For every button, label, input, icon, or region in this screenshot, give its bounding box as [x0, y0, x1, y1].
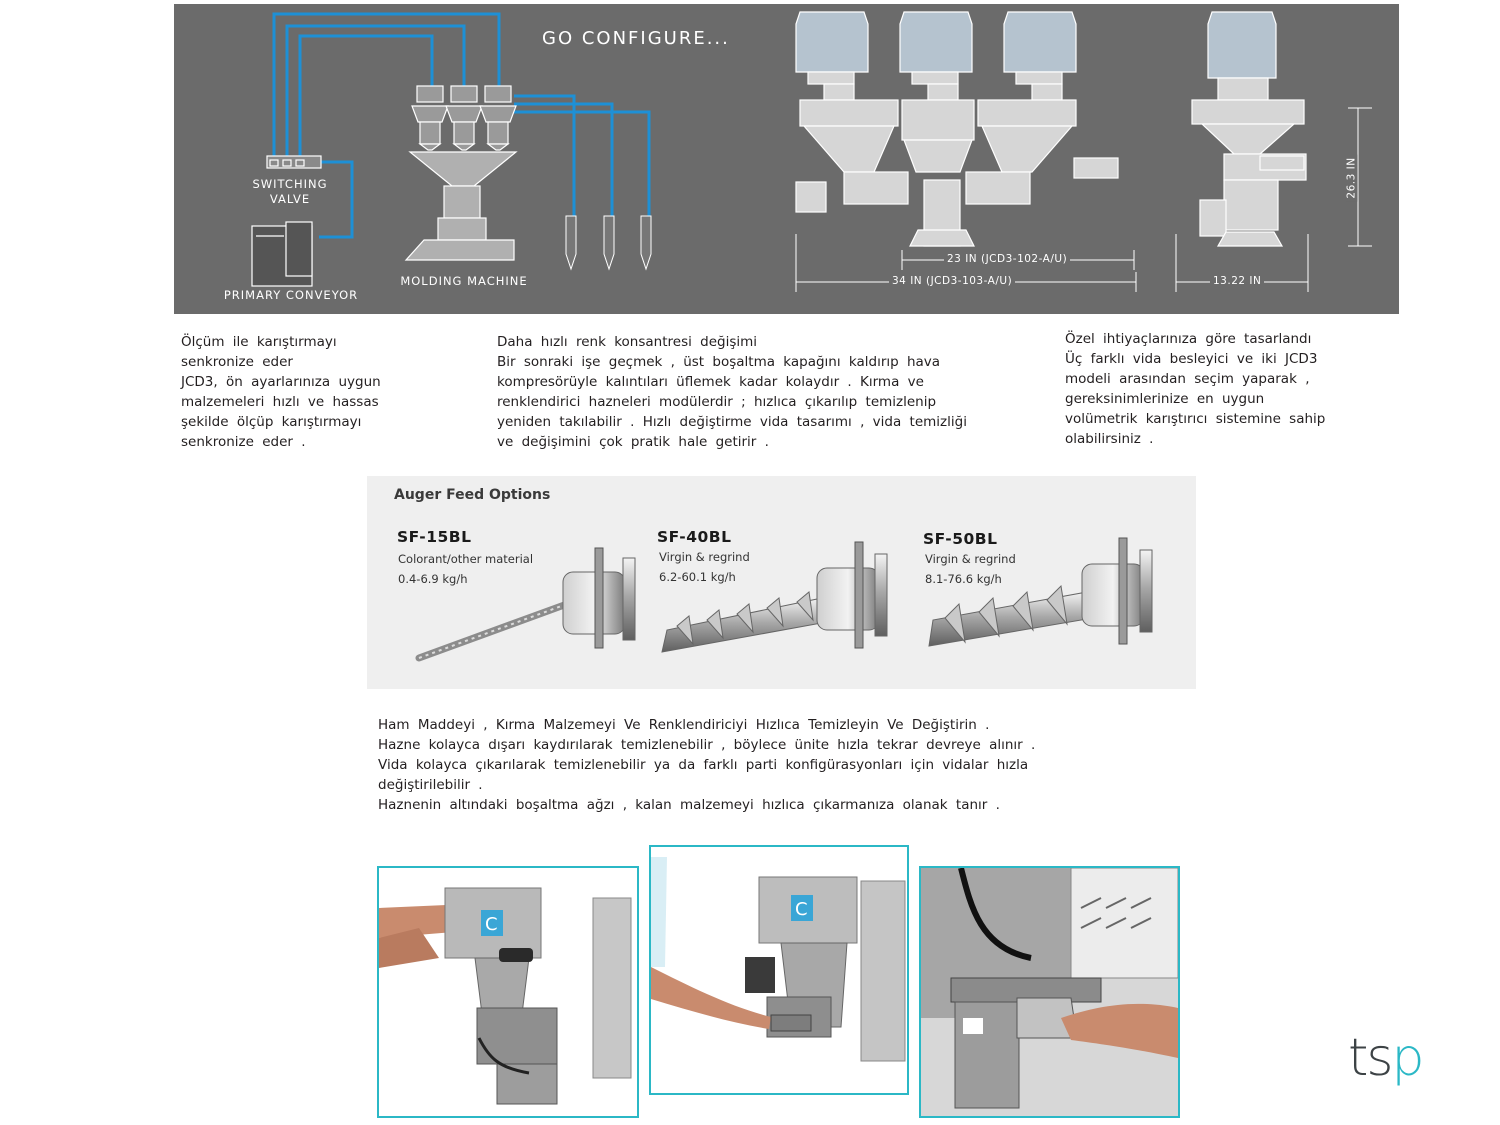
text-line: olabilirsiniz .: [1065, 431, 1154, 447]
auger-panel-title: Auger Feed Options: [394, 487, 551, 503]
auger-model: SF-15BL: [397, 528, 472, 546]
auger-sf15bl-drawing: [415, 547, 636, 662]
text-line: Haznenin altındaki boşaltma ağzı , kalan…: [378, 797, 1000, 813]
text-line: değiştirilebilir .: [378, 777, 483, 793]
text-line: yeniden takılabilir . Hızlı değiştirme v…: [497, 414, 967, 430]
auger-rate: 0.4-6.9 kg/h: [398, 572, 468, 586]
text-line: modeli arasından seçim yaparak ,: [1065, 371, 1310, 387]
photo-hopper-removal: C: [377, 866, 639, 1118]
text-line: Vida kolayca çıkarılarak temizlenebilir …: [378, 757, 1029, 773]
tsp-logo: tsp: [1348, 1028, 1425, 1088]
photo-auger-removal: C: [649, 845, 909, 1095]
bottom-description: Ham Maddeyi , Kırma Malzemeyi Ve Renklen…: [378, 715, 1035, 815]
dimension-width-103: 34 IN (JCD3-103-A/U): [889, 275, 1016, 287]
photo-hopper-drawing: C: [379, 868, 637, 1116]
auger-sf40bl-drawing: [661, 541, 888, 653]
text-line: senkronize eder .: [181, 434, 306, 450]
configuration-diagram: GO CONFIGURE... SWITCHING VALVE PRIMARY …: [174, 4, 1399, 314]
auger-sf50bl-drawing: [928, 537, 1153, 647]
auger-model: SF-50BL: [923, 530, 998, 548]
diagram-title: GO CONFIGURE...: [542, 28, 730, 49]
text-line: senkronize eder: [181, 354, 293, 370]
dimension-depth: 13.22 IN: [1210, 275, 1265, 287]
dimension-height: 26.3 IN: [1345, 154, 1358, 202]
auger-description: Virgin & regrind: [925, 552, 1016, 566]
text-line: gereksinimlerinize en uygun: [1065, 391, 1265, 407]
auger-model: SF-40BL: [657, 528, 732, 546]
text-line: Üç farklı vida besleyici ve iki JCD3: [1065, 351, 1318, 367]
text-line: malzemeleri hızlı ve hassas: [181, 394, 379, 410]
photo-discharge-chute: [919, 866, 1180, 1118]
auger-description: Virgin & regrind: [659, 550, 750, 564]
text-line: şekilde ölçüp karıştırmayı: [181, 414, 362, 430]
auger-illustrations: [415, 537, 1153, 662]
text-line: Hazne kolayca dışarı kaydırılarak temizl…: [378, 737, 1036, 753]
primary-conveyor-label: PRIMARY CONVEYOR: [223, 288, 359, 302]
text-line: ve değişimini çok pratik hale getirir .: [497, 434, 769, 450]
text-line: kompresörüyle kalıntıları üflemek kadar …: [497, 374, 924, 390]
auger-feed-options-panel: Auger Feed Options SF-15BL Colorant/othe…: [367, 476, 1196, 689]
logo-text-dark: ts: [1348, 1028, 1394, 1088]
text-line: volümetrik karıştırıcı sistemine sahip: [1065, 411, 1326, 427]
svg-text:C: C: [795, 899, 808, 920]
auger-description: Colorant/other material: [398, 552, 534, 566]
text-line: JCD3, ön ayarlarınıza uygun: [181, 374, 381, 390]
diagram-drawing: [251, 11, 1372, 292]
text-line: Daha hızlı renk konsantresi değişimi: [497, 334, 758, 350]
svg-text:C: C: [485, 914, 498, 935]
photo-chute-drawing: [921, 868, 1178, 1116]
column-text-left: Ölçüm ile karıştırmayı senkronize eder J…: [181, 332, 381, 452]
text-line: Özel ihtiyaçlarınıza göre tasarlandı: [1065, 331, 1312, 347]
dimension-width-102: 23 IN (JCD3-102-A/U): [944, 253, 1071, 265]
auger-rate: 8.1-76.6 kg/h: [925, 572, 1002, 586]
photo-auger-drawing: C: [651, 847, 907, 1093]
text-line: Bir sonraki işe geçmek , üst boşaltma ka…: [497, 354, 941, 370]
molding-machine-label: MOLDING MACHINE: [400, 274, 528, 288]
switching-valve-label: SWITCHING VALVE: [252, 177, 328, 206]
column-text-right: Özel ihtiyaçlarınıza göre tasarlandı Üç …: [1065, 329, 1325, 449]
text-line: Ölçüm ile karıştırmayı: [181, 334, 337, 350]
column-text-middle: Daha hızlı renk konsantresi değişimi Bir…: [497, 332, 967, 452]
text-line: renklendirici hazneleri modülerdir ; hız…: [497, 394, 937, 410]
auger-rate: 6.2-60.1 kg/h: [659, 570, 736, 584]
logo-text-accent: p: [1391, 1028, 1424, 1088]
text-line: Ham Maddeyi , Kırma Malzemeyi Ve Renklen…: [378, 717, 990, 733]
